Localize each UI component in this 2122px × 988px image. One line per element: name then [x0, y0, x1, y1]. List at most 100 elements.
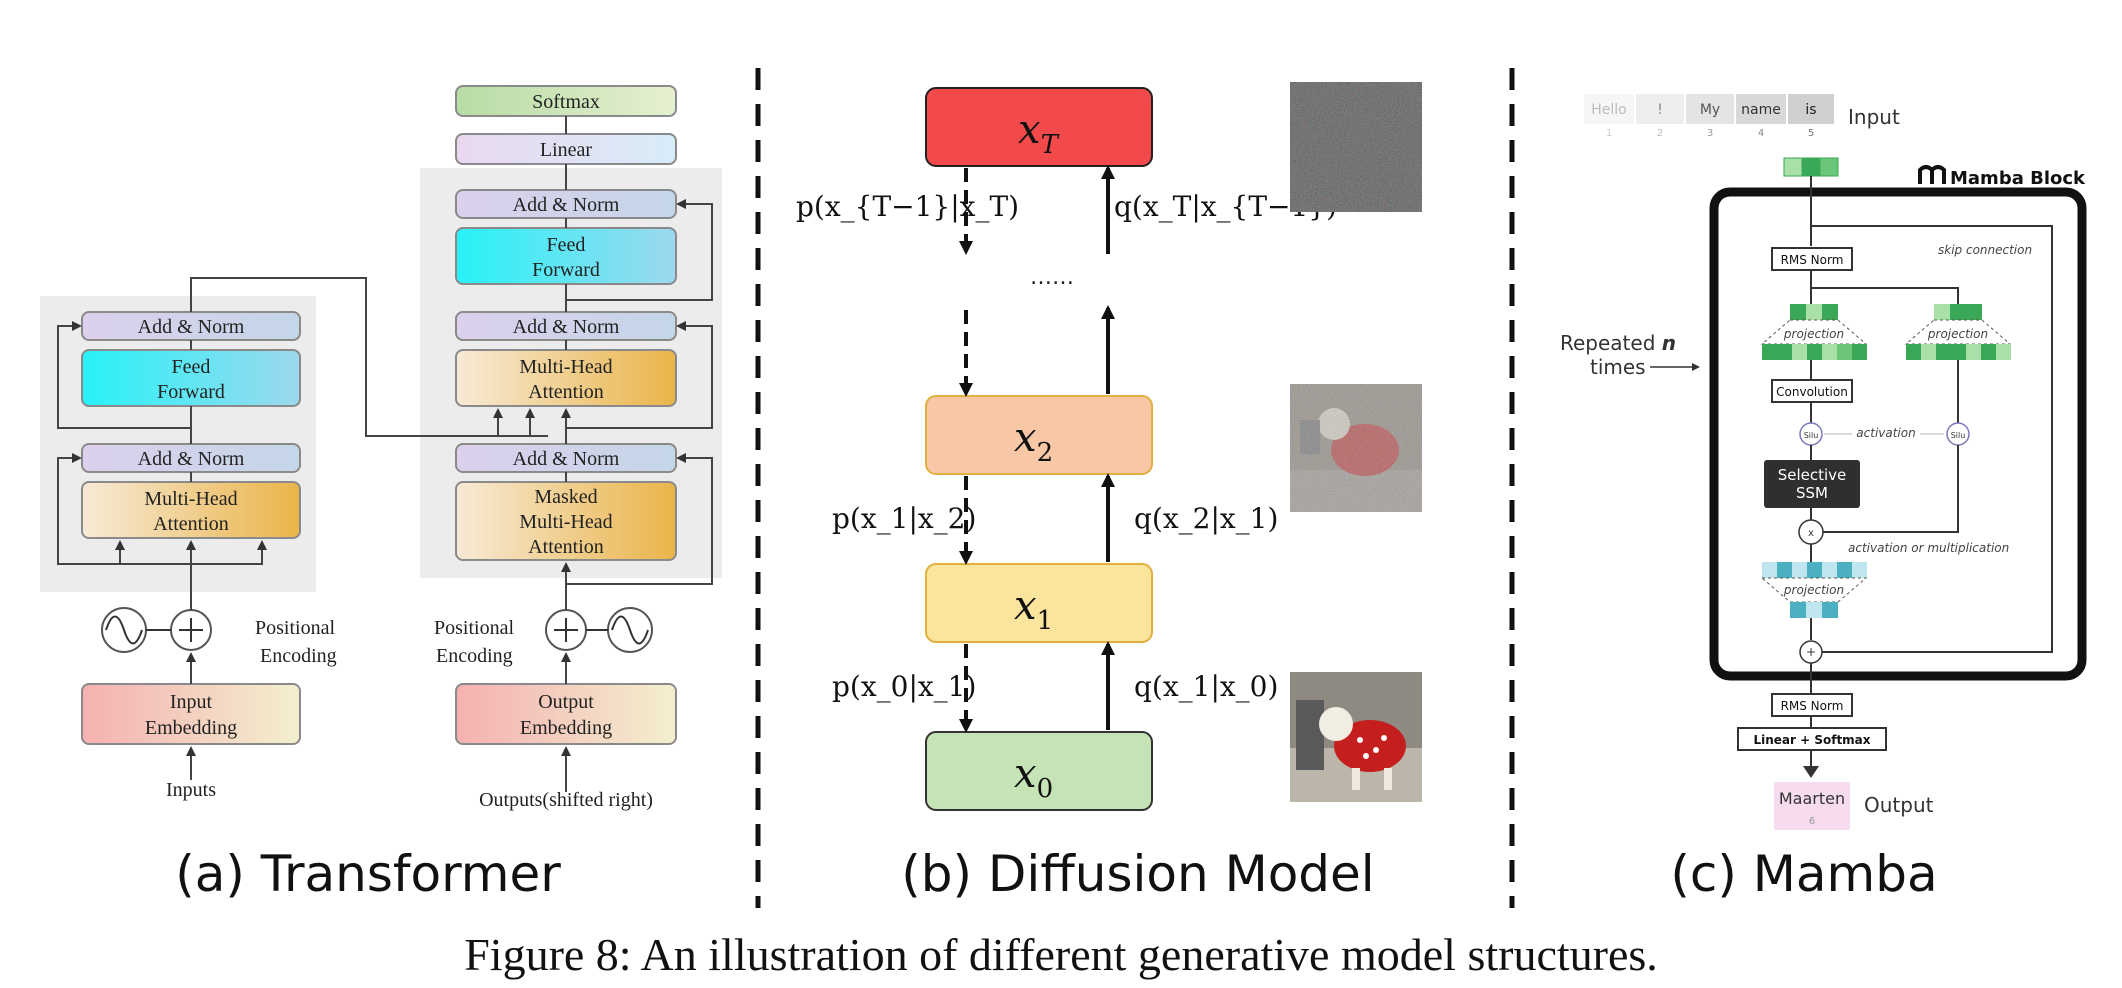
decoder-feed-forward-label-2: Forward [532, 259, 600, 281]
left-projection: projection [1760, 304, 1868, 360]
inputs-label: Inputs [166, 779, 216, 801]
token-my [1686, 94, 1734, 124]
decoder-masked-label-2: Multi-Head [519, 511, 612, 533]
skip-connection-label: skip connection [1938, 243, 2032, 257]
token-is-index: 5 [1808, 128, 1814, 139]
output-projection: projection [1760, 562, 1868, 618]
decoder-add-norm-mid-label: Add & Norm [513, 316, 620, 338]
transformer-panel-label: (a) Transformer [175, 845, 561, 903]
mamba-block-title: Mamba Block [1950, 168, 2086, 189]
token-is-text: is [1805, 102, 1816, 118]
input-vector [1783, 157, 1839, 177]
state-x2-label: x2 [1014, 415, 1053, 468]
selective-ssm-label-1: Selective [1778, 466, 1847, 484]
token-my-text: My [1700, 102, 1720, 118]
encoder-add-norm-bottom-label: Add & Norm [138, 448, 245, 470]
token-bang-index: 2 [1657, 128, 1663, 139]
repeated-label-2: times [1590, 355, 1646, 379]
repeated-label-1: Repeated n [1560, 331, 1676, 355]
decoder-masked-label-1: Masked [534, 486, 597, 508]
p-top-label: p(x_{T−1}|x_T) [796, 190, 1019, 223]
decoder-mha-label-1: Multi-Head [519, 356, 612, 378]
decoder-masked-label-3: Attention [528, 536, 604, 558]
decoder-positional-label-1: Positional [434, 617, 514, 639]
output-token [1774, 782, 1850, 830]
diffusion-panel-label: (b) Diffusion Model [901, 845, 1375, 903]
figure-caption: Figure 8: An illustration of different g… [464, 929, 1658, 980]
transformer-panel: Add & Norm Feed Forward Add & Norm Multi… [40, 85, 722, 811]
token-name [1736, 94, 1786, 124]
p-mid-label: p(x_1|x_2) [832, 502, 976, 535]
state-x2 [925, 395, 1153, 475]
input-tokens: Hello 1 ! 2 My 3 name 4 is 5 [1584, 94, 1834, 139]
token-my-index: 3 [1707, 128, 1713, 139]
selective-ssm [1764, 460, 1860, 508]
token-bang-text: ! [1657, 102, 1663, 118]
decoder-positional-label-2: Encoding [436, 645, 513, 667]
token-hello-text: Hello [1591, 102, 1627, 118]
dog-image-x0 [1290, 672, 1422, 802]
state-x1 [925, 563, 1153, 643]
token-hello-index: 1 [1606, 128, 1612, 139]
state-x0 [925, 731, 1153, 811]
token-name-text: name [1741, 102, 1781, 118]
mamba-input-label: Input [1848, 105, 1900, 129]
state-x0-label: x0 [1014, 751, 1053, 804]
token-is [1788, 94, 1834, 124]
linear-softmax-label: Linear + Softmax [1753, 733, 1870, 747]
encoder-mha-label-2: Attention [153, 513, 229, 535]
left-projection-label: projection [1783, 327, 1844, 341]
token-name-index: 4 [1758, 128, 1764, 139]
right-projection: projection [1904, 304, 2012, 360]
encoder-add-norm-top-label: Add & Norm [138, 316, 245, 338]
decoder-add-norm-top-label: Add & Norm [513, 194, 620, 216]
diffusion-ellipsis: …… [1030, 265, 1074, 290]
output-token-index: 6 [1809, 816, 1815, 827]
input-embedding-label-1: Input [170, 691, 213, 713]
output-arrow-icon [1803, 766, 1819, 778]
outputs-label: Outputs(shifted right) [479, 789, 653, 811]
encoder-positional-label-1: Positional [255, 617, 335, 639]
encoder-feed-forward-label-2: Forward [157, 381, 225, 403]
activation-label: activation [1856, 426, 1915, 440]
mamba-panel-label: (c) Mamba [1670, 845, 1938, 903]
state-xT [925, 87, 1153, 167]
encoder-mha-label-1: Multi-Head [144, 488, 237, 510]
diffusion-panel: xT x2 x1 x0 …… p(x_{T−1}|x_T) q(x_T|x_{T… [796, 82, 1422, 811]
activation-mult-label: activation or multiplication [1848, 541, 2009, 555]
multiply-label: x [1808, 528, 1814, 539]
token-hello [1584, 94, 1634, 124]
noisy-dog-image-x2 [1290, 384, 1422, 512]
encoder-positional-label-2: Encoding [260, 645, 337, 667]
mamba-output-label: Output [1864, 793, 1934, 817]
right-silu-label: Silu [1951, 431, 1966, 440]
decoder-softmax-label: Softmax [532, 91, 600, 113]
rms-norm-out-label: RMS Norm [1781, 699, 1844, 713]
output-embedding-label-1: Output [538, 691, 594, 713]
decoder-add-norm-bottom-label: Add & Norm [513, 448, 620, 470]
decoder-mha-label-2: Attention [528, 381, 604, 403]
mamba-logo-icon [1918, 165, 1946, 184]
state-xT-label: xT [1018, 107, 1060, 160]
output-projection-label: projection [1783, 583, 1844, 597]
mamba-block-frame [1709, 187, 2087, 681]
left-silu-label: Silu [1804, 431, 1819, 440]
right-projection-label: projection [1927, 327, 1988, 341]
output-embedding-label-2: Embedding [520, 717, 612, 739]
convolution-label: Convolution [1776, 385, 1848, 399]
residual-add-label: + [1806, 645, 1816, 659]
noise-image-xT [1290, 82, 1422, 212]
p-bot-label: p(x_0|x_1) [832, 670, 976, 703]
state-x1-label: x1 [1014, 583, 1053, 636]
q-bot-label: q(x_1|x_0) [1134, 670, 1278, 703]
mamba-panel: Hello 1 ! 2 My 3 name 4 is 5 Input M [1560, 94, 2087, 830]
decoder-linear-label: Linear [540, 139, 593, 161]
decoder-feed-forward-label-1: Feed [547, 234, 586, 256]
output-token-text: Maarten [1779, 789, 1845, 808]
rms-norm-label: RMS Norm [1781, 253, 1844, 267]
token-bang [1636, 94, 1684, 124]
input-embedding-label-2: Embedding [145, 717, 237, 739]
encoder-feed-forward-label-1: Feed [172, 356, 211, 378]
selective-ssm-label-2: SSM [1796, 484, 1828, 502]
